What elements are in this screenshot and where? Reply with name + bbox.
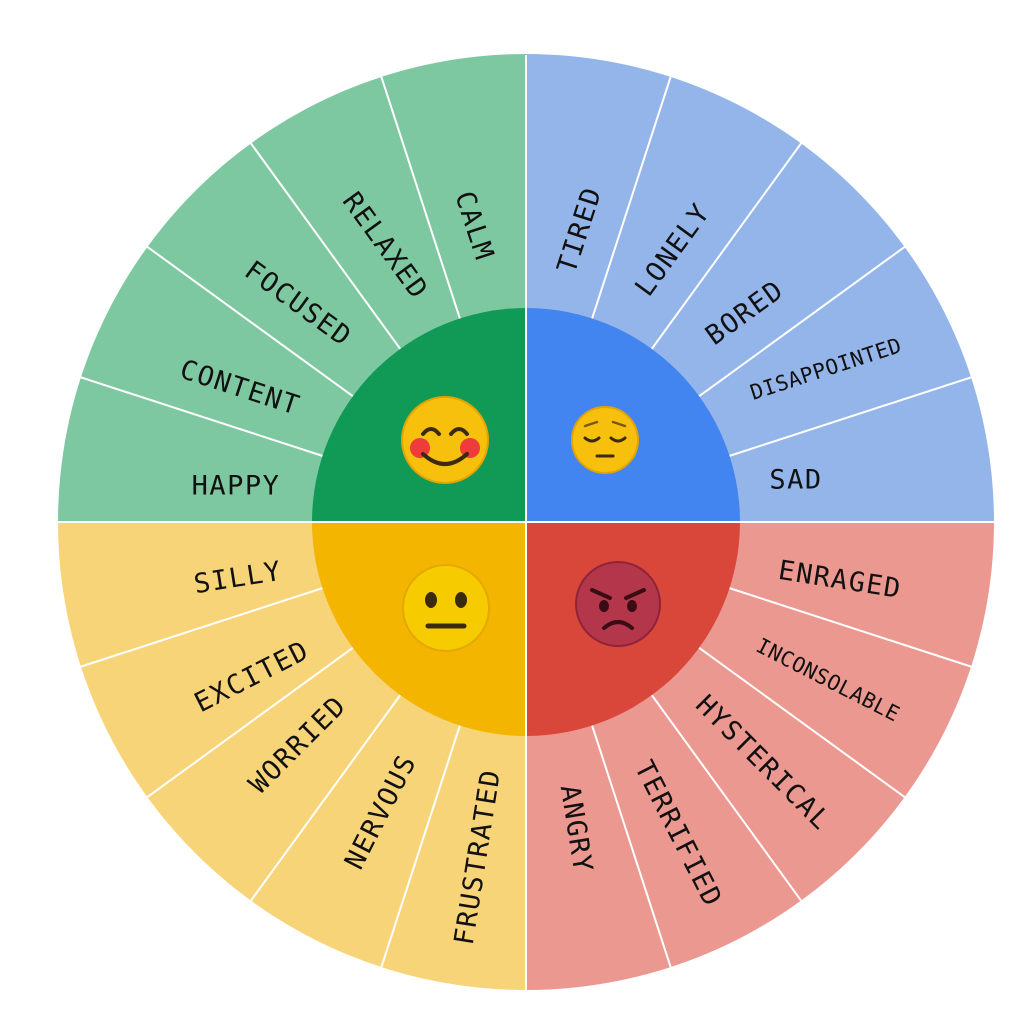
segment-divider	[250, 694, 402, 902]
segment-separators	[80, 76, 972, 968]
quadrant-blue-inner	[526, 308, 740, 522]
quadrant-axes	[58, 55, 994, 990]
label-happy: HAPPY	[192, 471, 281, 502]
smiling-blushing-face-icon	[401, 396, 489, 484]
segment-divider	[729, 587, 972, 668]
segment-divider	[591, 725, 672, 968]
segment-divider	[146, 246, 354, 398]
segment-divider	[698, 646, 906, 798]
segment-divider	[650, 694, 802, 902]
segment-divider	[380, 725, 461, 968]
angry-face-icon	[575, 561, 661, 647]
segment-divider	[146, 646, 354, 798]
segment-divider	[591, 76, 672, 319]
segment-divider	[729, 376, 972, 457]
segment-divider	[650, 142, 802, 350]
segment-divider	[80, 376, 323, 457]
segment-divider	[380, 76, 461, 319]
segment-divider	[250, 142, 402, 350]
label-sad: SAD	[769, 465, 822, 496]
neutral-face-icon	[402, 564, 490, 652]
segment-divider	[80, 587, 323, 668]
segment-divider	[698, 246, 906, 398]
pensive-face-icon	[571, 406, 639, 474]
